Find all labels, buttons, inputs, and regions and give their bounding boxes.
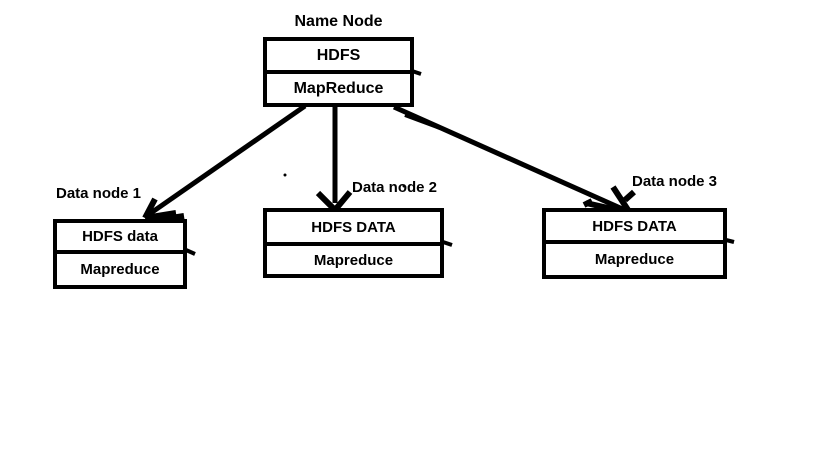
data-node-1-hdfs-cell: HDFS data: [57, 223, 183, 254]
arrow-namenode-to-datanode1-icon: [142, 103, 307, 224]
data-node-1-box: HDFS data Mapreduce: [53, 219, 187, 289]
pen-speck-dots: [283, 173, 406, 188]
data-node-3-hdfs-cell: HDFS DATA: [546, 212, 723, 244]
name-node-box: HDFS MapReduce: [263, 37, 414, 107]
name-node-title: Name Node: [294, 13, 383, 30]
hand-drawn-nub-strokes: [185, 69, 735, 256]
data-node-2-box: HDFS DATA Mapreduce: [263, 208, 444, 278]
data-node-1-mapreduce-cell: Mapreduce: [80, 261, 160, 278]
data-node-3-box: HDFS DATA Mapreduce: [542, 208, 727, 279]
data-node-2-hdfs-cell: HDFS DATA: [267, 212, 440, 246]
data-node-3-mapreduce-cell: Mapreduce: [594, 251, 675, 268]
arrow-namenode-to-datanode3-icon: [392, 104, 636, 216]
data-node-2-title: Data node 2: [352, 179, 438, 196]
name-node-hdfs-cell: HDFS: [267, 41, 410, 74]
data-node-3-title: Data node 3: [632, 173, 718, 190]
name-node-mapreduce-cell: MapReduce: [293, 79, 384, 97]
data-node-1-title: Data node 1: [56, 185, 142, 202]
data-node-2-mapreduce-cell: Mapreduce: [313, 251, 394, 269]
arrow-namenode-to-datanode2-icon: [315, 104, 353, 213]
